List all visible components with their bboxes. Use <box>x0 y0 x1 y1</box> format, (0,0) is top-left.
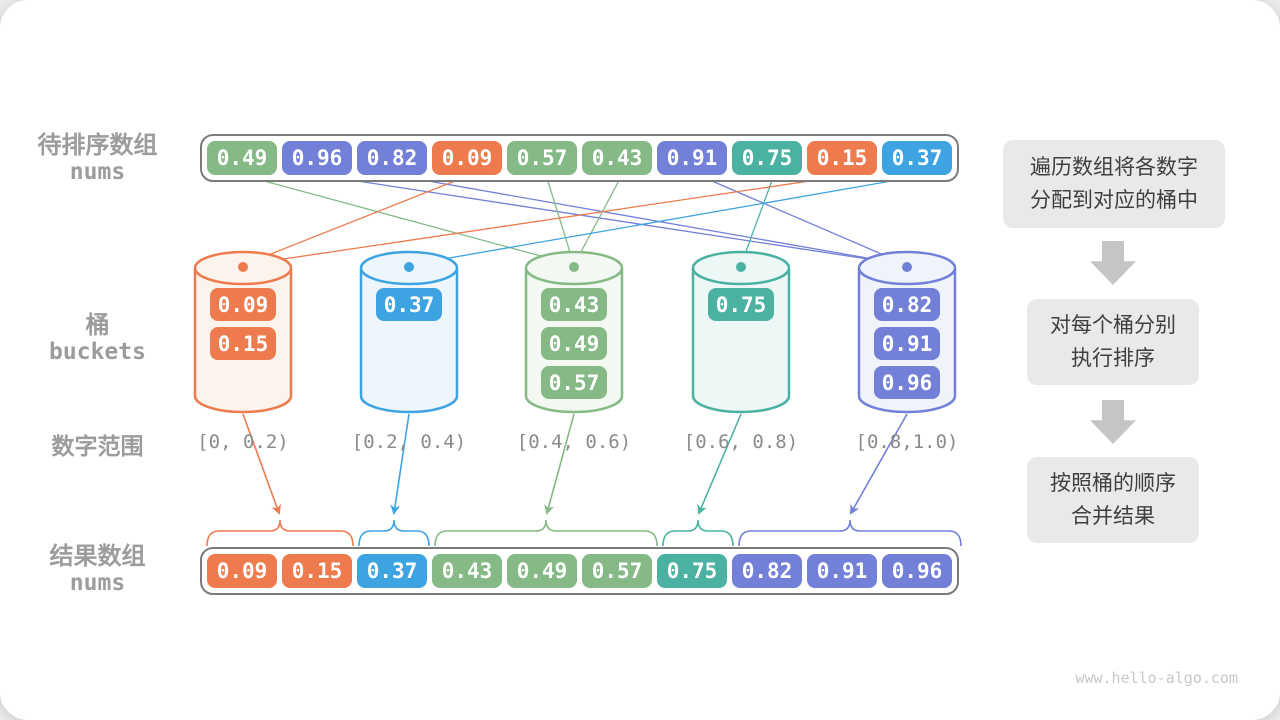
result-array-label-zh: 结果数组 <box>49 543 146 570</box>
bucket-value: 0.82 <box>874 288 940 321</box>
bucket-top-dot <box>902 262 912 272</box>
array-cell: 0.43 <box>432 554 502 588</box>
bucket-cylinder <box>359 250 459 414</box>
step-text: 分配到对应的桶中 <box>1030 189 1198 212</box>
array-cell: 0.09 <box>207 554 277 588</box>
bucket-value: 0.09 <box>210 288 276 321</box>
array-cell: 0.57 <box>507 141 577 175</box>
bucket-value: 0.43 <box>541 288 607 321</box>
array-cell: 0.49 <box>507 554 577 588</box>
bucket-top-dot <box>569 262 579 272</box>
bucket-range: [0.4, 0.6) <box>516 431 632 453</box>
buckets-label: 桶 buckets <box>10 312 185 366</box>
group-braces <box>206 519 962 547</box>
source-array-label: 待排序数组 nums <box>10 132 185 186</box>
buckets-label-zh: 桶 <box>85 312 110 339</box>
array-cell: 0.15 <box>282 554 352 588</box>
step-box-merge: 按照桶的顺序 合并结果 <box>1027 457 1199 543</box>
result-array: 0.09 0.15 0.37 0.43 0.49 0.57 0.75 0.82 … <box>200 547 959 595</box>
result-array-label: 结果数组 nums <box>10 543 185 597</box>
step-box-distribute: 遍历数组将各数字 分配到对应的桶中 <box>1003 140 1225 228</box>
bucket-top-dot <box>736 262 746 272</box>
step-text: 对每个桶分别 <box>1050 314 1176 337</box>
result-array-label-en: nums <box>69 570 126 596</box>
array-cell: 0.91 <box>807 554 877 588</box>
array-cell: 0.15 <box>807 141 877 175</box>
step-text: 合并结果 <box>1071 505 1155 528</box>
bucket-value: 0.96 <box>874 366 940 399</box>
source-array-label-en: nums <box>69 159 126 185</box>
down-arrow-icon <box>1090 400 1136 444</box>
bucket-value: 0.57 <box>541 366 607 399</box>
watermark: www.hello-algo.com <box>1075 669 1238 687</box>
range-label-zh: 数字范围 <box>51 433 144 459</box>
range-label: 数字范围 <box>10 433 185 460</box>
step-box-sort: 对每个桶分别 执行排序 <box>1027 299 1199 385</box>
bucket-value: 0.15 <box>210 327 276 360</box>
array-cell: 0.96 <box>882 554 952 588</box>
bucket-range: [0.6, 0.8) <box>683 431 799 453</box>
buckets-label-en: buckets <box>49 339 146 365</box>
array-cell: 0.37 <box>357 554 427 588</box>
merge-arrows <box>242 413 908 515</box>
array-cell: 0.91 <box>657 141 727 175</box>
array-cell: 0.37 <box>882 141 952 175</box>
array-cell: 0.49 <box>207 141 277 175</box>
array-cell: 0.82 <box>732 554 802 588</box>
bucket-value: 0.49 <box>541 327 607 360</box>
array-cell: 0.75 <box>732 141 802 175</box>
step-text: 执行排序 <box>1071 347 1155 370</box>
bucket-cylinder <box>691 250 791 414</box>
bucket-range: [0.2, 0.4) <box>351 431 467 453</box>
array-cell: 0.09 <box>432 141 502 175</box>
bucket-value: 0.75 <box>708 288 774 321</box>
down-arrow-icon <box>1090 241 1136 285</box>
source-array-label-zh: 待排序数组 <box>37 132 158 159</box>
bucket-range: [0, 0.2) <box>197 431 289 453</box>
array-cell: 0.43 <box>582 141 652 175</box>
bucket-value: 0.37 <box>376 288 442 321</box>
array-cell: 0.96 <box>282 141 352 175</box>
bucket-top-dot <box>404 262 414 272</box>
step-text: 按照桶的顺序 <box>1050 472 1176 495</box>
bucket-range: [0.8,1.0) <box>855 431 959 453</box>
array-cell: 0.82 <box>357 141 427 175</box>
array-cell: 0.75 <box>657 554 727 588</box>
source-array: 0.49 0.96 0.82 0.09 0.57 0.43 0.91 0.75 … <box>200 134 959 182</box>
step-text: 遍历数组将各数字 <box>1030 156 1198 179</box>
bucket-top-dot <box>238 262 248 272</box>
array-cell: 0.57 <box>582 554 652 588</box>
bucket-value: 0.91 <box>874 327 940 360</box>
distribution-lines <box>241 174 927 266</box>
